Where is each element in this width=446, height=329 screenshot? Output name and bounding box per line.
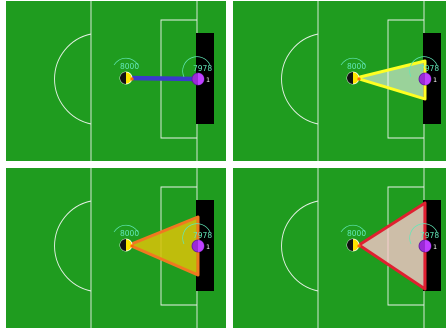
kicker-half: [120, 239, 126, 251]
field-panel-top-right: 8000 7978 1: [233, 1, 446, 161]
kicker-label: 8000: [347, 62, 366, 71]
field-panel-bottom-left: 8000 7978 1: [6, 168, 226, 328]
kicker-label: 8000: [120, 229, 139, 238]
target-player: [419, 73, 431, 85]
field-panel-bottom-right: 8000 7978 1: [233, 168, 446, 328]
pitch-canvas: 8000 7978 1: [233, 1, 446, 161]
kicker-player: [120, 72, 134, 84]
pass-cone: [359, 203, 425, 289]
target-label: 7978: [193, 64, 212, 73]
ball: [130, 244, 133, 247]
kicker-half: [120, 72, 126, 84]
target-number: 1: [206, 243, 210, 251]
target-label: 7978: [420, 64, 439, 73]
pitch-canvas: 8000 7978 1: [6, 1, 226, 161]
kicker-player: [120, 239, 134, 251]
center-circle-arc: [282, 201, 318, 291]
field-panel-top-left: 8000 7978 1: [6, 1, 226, 161]
kicker-label: 8000: [347, 229, 366, 238]
target-label: 7978: [193, 231, 212, 240]
target-player: [192, 73, 204, 85]
target-label: 7978: [420, 231, 439, 240]
pitch-canvas: 8000 7978 1: [233, 168, 446, 328]
kicker-player: [347, 72, 361, 84]
ball: [130, 77, 133, 80]
ball: [357, 244, 360, 247]
target-number: 1: [433, 76, 437, 84]
target-player: [192, 240, 204, 252]
kicker-player: [347, 239, 361, 251]
kicker-half: [347, 239, 353, 251]
pitch-canvas: 8000 7978 1: [6, 168, 226, 328]
kicker-half: [347, 72, 353, 84]
target-number: 1: [433, 243, 437, 251]
pass-line: [126, 78, 198, 79]
target-number: 1: [206, 76, 210, 84]
pass-cone: [356, 61, 425, 99]
ball: [357, 77, 360, 80]
kicker-label: 8000: [120, 62, 139, 71]
center-circle-arc: [55, 201, 91, 291]
center-circle-arc: [55, 34, 91, 124]
center-circle-arc: [282, 34, 318, 124]
pass-cone: [129, 217, 198, 275]
target-player: [419, 240, 431, 252]
